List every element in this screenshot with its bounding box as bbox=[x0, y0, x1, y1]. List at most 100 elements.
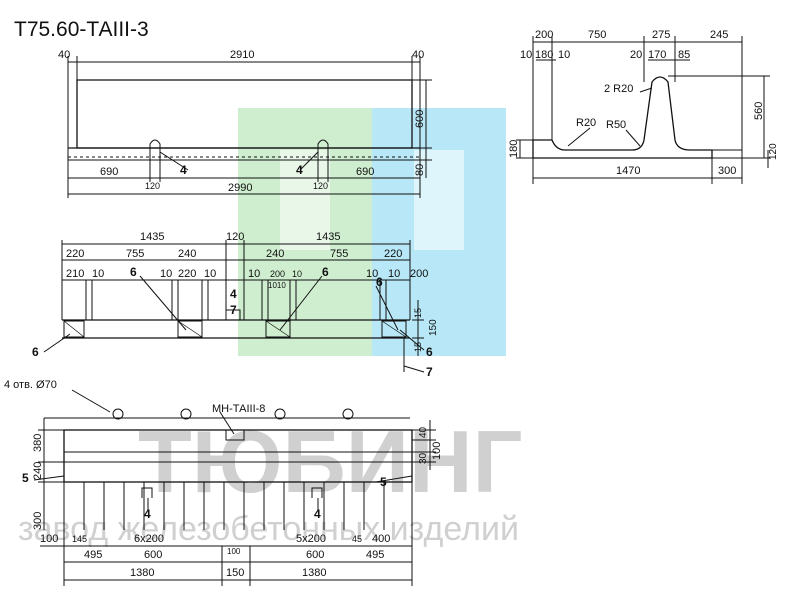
watermark-green-cut bbox=[280, 150, 330, 250]
plan-callout-6-c: 6 bbox=[32, 345, 39, 359]
lower-dim-495-right: 495 bbox=[366, 549, 384, 561]
plan-upper bbox=[43, 240, 425, 373]
plan-dim-10-c: 10 bbox=[204, 268, 216, 280]
lower-dim-240: 240 bbox=[32, 462, 44, 480]
section-sub-10a: 10 bbox=[520, 49, 532, 61]
watermark-subtitle: завод железобетонных изделий bbox=[18, 510, 519, 548]
hole-3 bbox=[274, 408, 286, 420]
section-dim-245: 245 bbox=[710, 29, 728, 41]
plan-dim-15-top: 15 bbox=[413, 308, 423, 318]
lower-callout-5-left: 5 bbox=[22, 471, 29, 485]
plan-dim-1010: 1010 bbox=[268, 281, 286, 290]
lower-dim-1380-left: 1380 bbox=[130, 567, 154, 579]
plan-callout-7-a: 7 bbox=[230, 303, 237, 317]
front-view-labels: 40 2910 40 600 80 690 120 690 120 2990 4… bbox=[58, 49, 426, 194]
section-dim-300: 300 bbox=[718, 165, 736, 177]
front-view bbox=[67, 56, 432, 198]
front-dim-left-40: 40 bbox=[58, 49, 70, 61]
plan-dim-10-e: 10 bbox=[292, 269, 302, 279]
plan-callout-4: 4 bbox=[230, 287, 237, 301]
watermark-blue-cut bbox=[414, 150, 464, 250]
plan-callout-6-a: 6 bbox=[130, 265, 137, 279]
hole-4 bbox=[342, 408, 354, 420]
lower-dim-100: 100 bbox=[431, 442, 443, 460]
plan-dim-10-b: 10 bbox=[160, 268, 172, 280]
front-dim-80: 80 bbox=[414, 164, 426, 176]
hole-2 bbox=[180, 408, 192, 420]
plan-dim-1435-right: 1435 bbox=[316, 231, 340, 243]
plan-dim-10-a: 10 bbox=[92, 268, 104, 280]
lower-dim-40: 40 bbox=[418, 426, 429, 438]
front-callout-4-right: 4 bbox=[296, 163, 303, 177]
lower-dim-6x200: 6x200 bbox=[134, 533, 164, 545]
bracket-7-left bbox=[226, 309, 241, 320]
section-sub-10b: 10 bbox=[558, 49, 570, 61]
holes-label: 4 отв. Ø70 bbox=[4, 379, 57, 391]
plan-dim-240-b: 240 bbox=[266, 248, 284, 260]
lower-dim-400: 400 bbox=[372, 533, 390, 545]
section-dim-275: 275 bbox=[652, 29, 670, 41]
lower-dim-600-left: 600 bbox=[144, 549, 162, 561]
section-sub-20: 20 bbox=[630, 49, 642, 61]
plan-callout-7-b: 7 bbox=[426, 365, 433, 379]
embed-plate-1 bbox=[63, 320, 85, 338]
lower-dim-100-left: 100 bbox=[40, 533, 58, 545]
front-dim-600: 600 bbox=[414, 110, 426, 128]
lower-callout-4-right: 4 bbox=[314, 507, 321, 521]
lower-dim-45: 45 bbox=[352, 534, 362, 544]
lower-dim-145: 145 bbox=[72, 534, 87, 544]
front-dim-120-left: 120 bbox=[145, 181, 160, 191]
lower-callout-5-right: 5 bbox=[380, 475, 387, 489]
front-dim-120-right: 120 bbox=[313, 181, 328, 191]
section-dim-200: 200 bbox=[535, 29, 553, 41]
lower-dim-30: 30 bbox=[418, 452, 429, 464]
plan-dim-10-d: 10 bbox=[248, 268, 260, 280]
plan-dim-220-a: 220 bbox=[66, 248, 84, 260]
lower-dim-100-mid: 100 bbox=[227, 547, 241, 556]
plan-dim-200-a: 200 bbox=[270, 269, 285, 279]
section-radius-r50: R50 bbox=[606, 119, 626, 131]
lower-callout-4-left: 4 bbox=[144, 507, 151, 521]
plan-dim-755-a: 755 bbox=[126, 248, 144, 260]
section-dim-560: 560 bbox=[753, 102, 765, 120]
plan-callout-6-e: 6 bbox=[376, 275, 383, 289]
plan-dim-10-g: 10 bbox=[388, 268, 400, 280]
plan-dim-220-b: 220 bbox=[384, 248, 402, 260]
section-sub-170: 170 bbox=[648, 49, 666, 61]
drawing-title: Т75.60-ТАIII-3 bbox=[14, 18, 149, 41]
lifting-loop-left bbox=[149, 139, 161, 160]
section-dim-1470: 1470 bbox=[616, 165, 640, 177]
lower-dim-5x200: 5x200 bbox=[296, 533, 326, 545]
embed-plate-2 bbox=[177, 320, 203, 338]
section-radius-2r20: 2 R20 bbox=[604, 83, 633, 95]
plan-dim-210: 210 bbox=[66, 268, 84, 280]
lifting-loop-right bbox=[317, 139, 329, 160]
watermark: ТЮБИНГ завод железобетонных изделий bbox=[18, 108, 522, 548]
lower-dim-150: 150 bbox=[226, 567, 244, 579]
plan-dim-240-a: 240 bbox=[178, 248, 196, 260]
section-dim-180: 180 bbox=[508, 140, 520, 158]
plan-dim-755-b: 755 bbox=[330, 248, 348, 260]
lower-dim-600-right: 600 bbox=[306, 549, 324, 561]
plan-dim-120: 120 bbox=[226, 231, 244, 243]
lower-dim-380: 380 bbox=[32, 434, 44, 452]
plan-lower bbox=[33, 389, 436, 586]
section-view-labels: 200 750 275 245 10 180 10 20 170 85 2 R2… bbox=[508, 29, 779, 177]
section-profile bbox=[532, 76, 713, 159]
plan-callout-6-b: 6 bbox=[322, 265, 329, 279]
section-sub-180: 180 bbox=[535, 49, 553, 61]
section-radius-r20: R20 bbox=[576, 117, 596, 129]
front-dim-2990: 2990 bbox=[228, 182, 252, 194]
plan-lower-labels: 4 отв. Ø70 МН-ТАIII-8 380 240 300 40 100… bbox=[4, 379, 443, 579]
plan-dim-220-c: 220 bbox=[178, 268, 196, 280]
section-dim-120: 120 bbox=[768, 143, 779, 160]
section-view bbox=[516, 36, 770, 184]
mesh-label: МН-ТАIII-8 bbox=[212, 403, 265, 415]
plan-upper-labels: 1435 120 1435 220 755 240 240 755 220 21… bbox=[32, 231, 439, 379]
plan-dim-200-b: 200 bbox=[410, 268, 428, 280]
front-callout-4-left: 4 bbox=[180, 163, 187, 177]
plan-dim-1435-left: 1435 bbox=[140, 231, 164, 243]
loop-lower-left bbox=[141, 487, 153, 498]
front-dim-2910: 2910 bbox=[230, 49, 254, 61]
